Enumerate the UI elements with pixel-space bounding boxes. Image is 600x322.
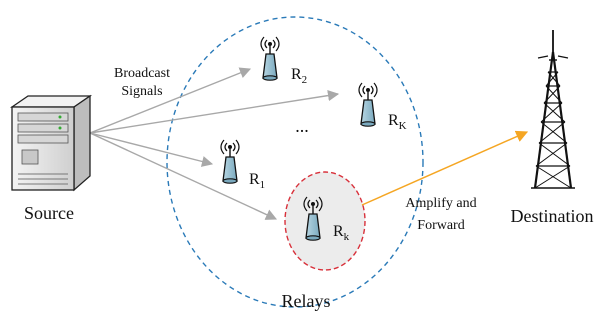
broadcast-arrow-r2	[89, 67, 252, 134]
destination-label: Destination	[511, 206, 594, 226]
relays-label: Relays	[282, 291, 331, 311]
selected-relay-highlight	[284, 171, 366, 271]
antenna-icon	[220, 139, 240, 184]
transmission-tower-icon	[531, 30, 575, 189]
relay-label-rk-selected: Rk	[333, 223, 350, 243]
server-icon	[9, 94, 93, 192]
relay-label-r1: R1	[249, 171, 265, 191]
amplify-forward-arrow	[361, 130, 529, 206]
relay-cluster-boundary	[166, 16, 424, 308]
broadcast-label-line2: Signals	[121, 84, 162, 99]
amplify-label-line1: Amplify and	[405, 196, 476, 211]
relay-label-rk: RK	[388, 112, 407, 132]
antenna-icon	[358, 82, 378, 127]
broadcast-arrow-r1	[89, 132, 214, 167]
broadcast-label-line1: Broadcast	[114, 66, 170, 81]
antenna-icon	[260, 36, 280, 81]
amplify-label-line2: Forward	[417, 218, 464, 233]
source-label: Source	[24, 203, 74, 223]
ellipsis-label: ...	[295, 116, 309, 136]
broadcast-arrow-rlower	[89, 132, 278, 220]
broadcast-arrows	[89, 67, 340, 220]
relay-label-r2: R2	[291, 66, 307, 86]
broadcast-arrow-rk	[89, 90, 340, 134]
